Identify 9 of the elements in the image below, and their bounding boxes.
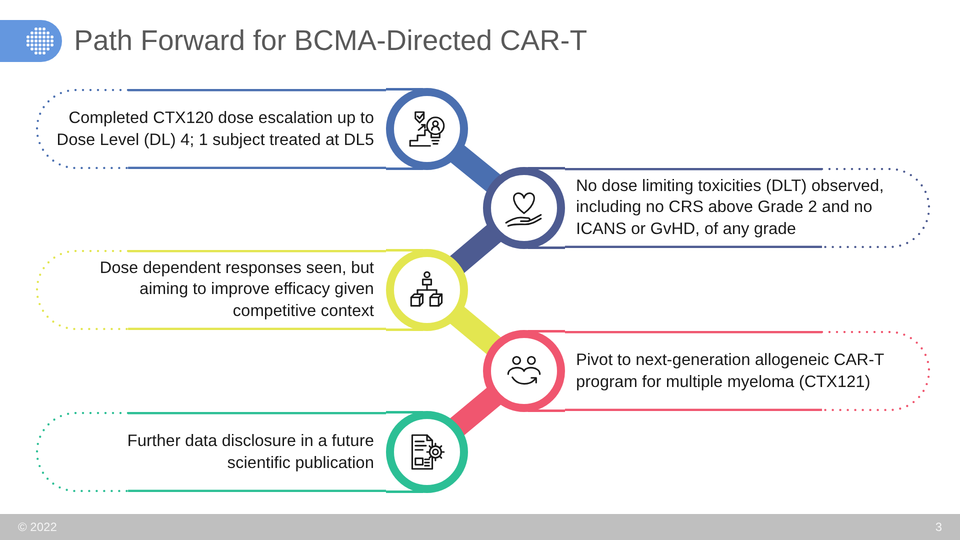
step-text: Further data disclosure in a future scientific publication bbox=[126, 430, 374, 474]
icon-ring bbox=[386, 249, 468, 331]
step-text: Dose dependent responses seen, but aiming to improve efficacy given competitive context bbox=[98, 258, 374, 322]
step-text: No dose limiting toxicities (DLT) observed, including no CRS above Grade 2 and no ICANS or GvHD, of any grade bbox=[576, 176, 885, 240]
step-text: Completed CTX120 dose escalation up to Dose Level (DL) 4; 1 subject treated at DL5 bbox=[56, 108, 374, 151]
icon-ring bbox=[483, 330, 565, 412]
slide-title: Path Forward for BCMA-Directed CAR-T bbox=[74, 24, 588, 59]
icon-ring bbox=[483, 167, 565, 249]
step-text: Pivot to next-generation allogeneic CAR-T program for multiple myeloma (CTX121) bbox=[576, 350, 885, 393]
